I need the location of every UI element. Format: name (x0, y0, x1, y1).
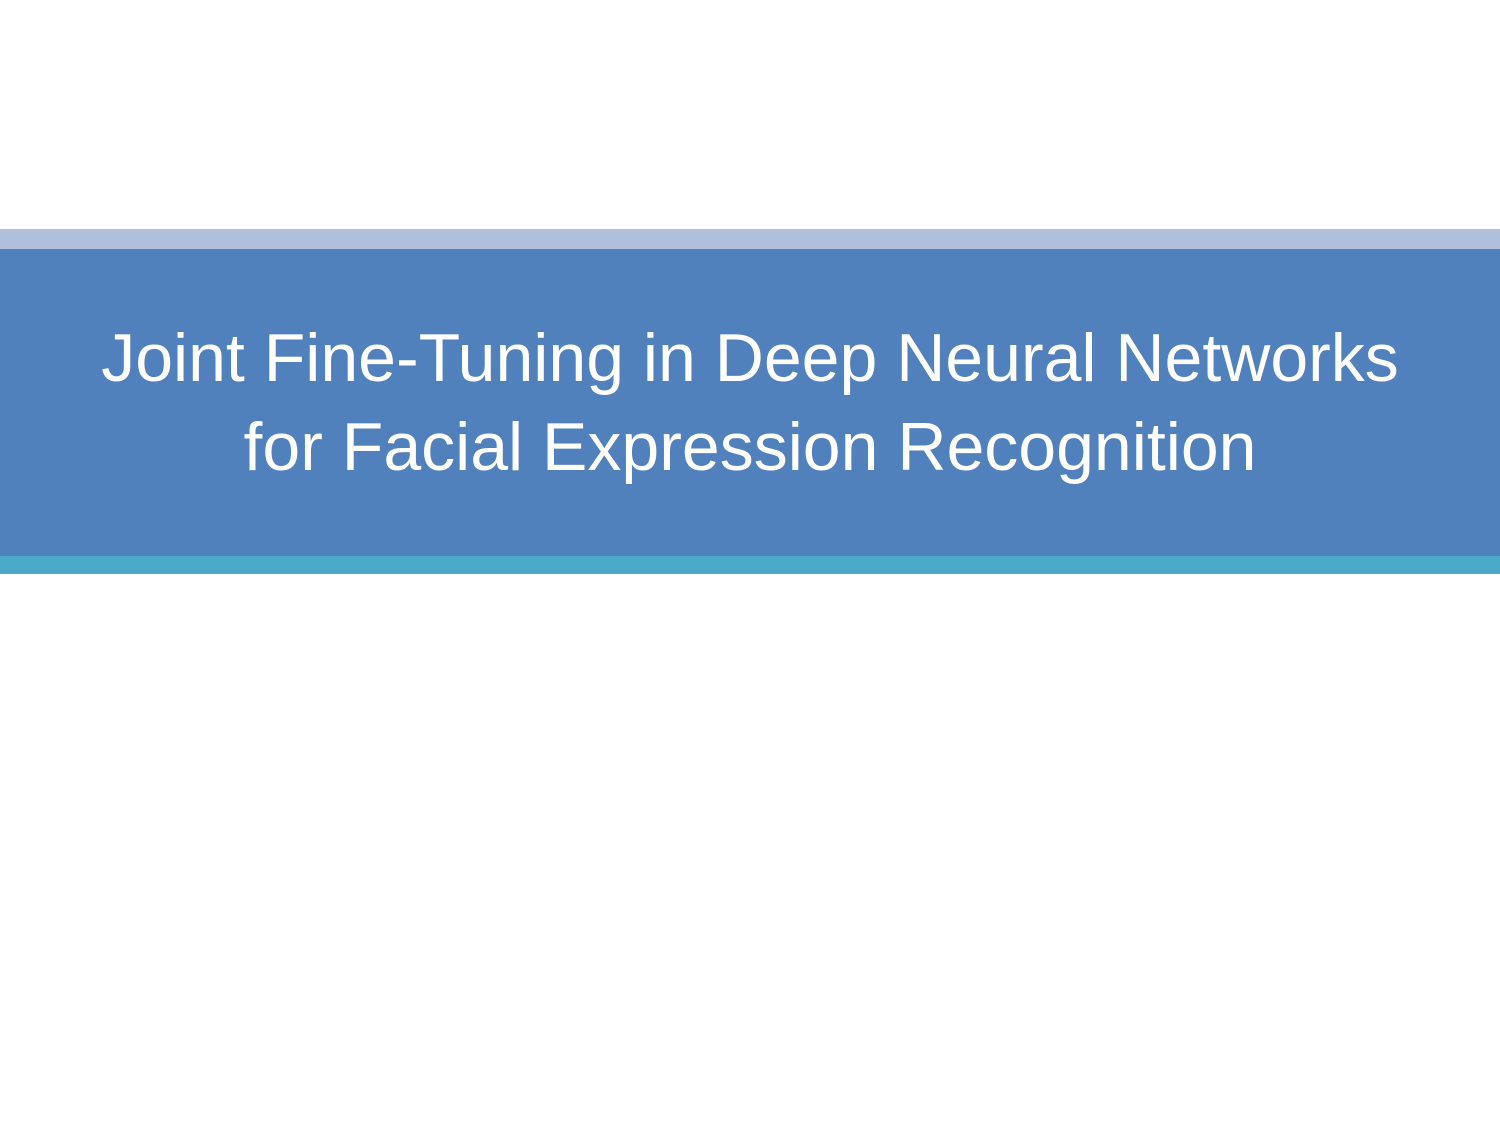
slide-title: Joint Fine-Tuning in Deep Neural Network… (81, 314, 1419, 492)
title-band: Joint Fine-Tuning in Deep Neural Network… (0, 249, 1500, 556)
top-accent-stripe (0, 229, 1500, 249)
slide-title-line-1: Joint Fine-Tuning in Deep Neural Network… (101, 319, 1399, 396)
slide-title-line-2: for Facial Expression Recognition (243, 408, 1257, 485)
bottom-accent-stripe (0, 556, 1500, 574)
